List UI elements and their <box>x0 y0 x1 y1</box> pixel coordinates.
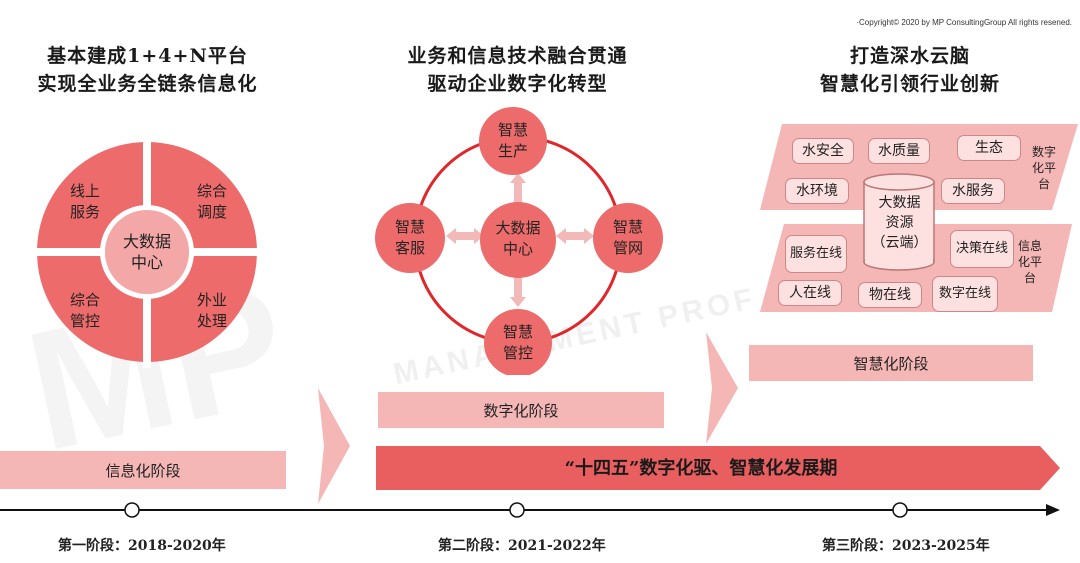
stage2-title-line1: 业务和信息技术融合贯通 <box>407 45 628 67</box>
stage2-bottom-label: 智慧管控 <box>502 323 533 362</box>
timeline-axis <box>0 502 1060 518</box>
big-band-text: “十四五”数字化驱、智慧化发展期 <box>564 458 838 479</box>
phase-band-digitalization: 数字化阶段 <box>378 392 664 428</box>
copyright-notice: ·Copyright© 2020 by MP ConsultingGroup A… <box>856 18 1072 27</box>
info-item-service-online: 服务在线 <box>785 235 847 273</box>
stage1-donut-diagram <box>35 136 260 368</box>
stage1-title-line1: 基本建成1+4+N平台 <box>47 45 248 67</box>
info-platform-label: 信息化平台 <box>1017 239 1042 285</box>
step-arrow-2 <box>706 332 738 444</box>
stage1-quadrant-tl: 线上服务 <box>69 182 100 221</box>
info-item-digital-online: 数字在线 <box>932 276 998 312</box>
digital-item-water-service: 水服务 <box>941 178 1005 204</box>
phase-band-informatization: 信息化阶段 <box>0 451 286 489</box>
stage3-center-label: 大数据资源（云端） <box>871 195 928 251</box>
stage3-title: 打造深水云脑 智慧化引领行业创新 <box>790 42 1030 98</box>
stage2-network-diagram <box>375 107 663 375</box>
stage2-right-label: 智慧管网 <box>612 218 643 257</box>
stage3-title-line1: 打造深水云脑 <box>849 45 970 67</box>
stage3-title-line2: 智慧化引领行业创新 <box>819 73 1000 95</box>
stage2-left-label: 智慧客服 <box>394 218 425 257</box>
step-arrow-1 <box>318 388 350 504</box>
timeline-label-stage2: 第二阶段：2021-2022年 <box>438 538 606 554</box>
stage1-center-label: 大数据中心 <box>122 232 171 272</box>
phase-band-intelligent: 智慧化阶段 <box>749 345 1033 381</box>
big-band-arrow <box>376 446 1060 490</box>
stage2-title: 业务和信息技术融合贯通 驱动企业数字化转型 <box>375 42 660 98</box>
stage1-quadrant-bl: 综合管控 <box>69 291 100 330</box>
stage2-top-label: 智慧生产 <box>497 121 528 160</box>
digital-item-ecology: 生态 <box>957 135 1021 161</box>
info-item-things-online: 物在线 <box>858 282 922 308</box>
stage2-title-line2: 驱动企业数字化转型 <box>427 73 608 95</box>
timeline-label-stage3: 第三阶段：2023-2025年 <box>822 538 990 554</box>
stage1-title-line2: 实现全业务全链条信息化 <box>37 73 258 95</box>
digital-platform-label: 数字化平台 <box>1031 145 1056 191</box>
digital-item-water-environment: 水环境 <box>785 178 849 204</box>
timeline-label-stage1: 第一阶段：2018-2020年 <box>58 538 226 554</box>
stage1-quadrant-tr: 综合调度 <box>196 182 227 221</box>
info-item-decision-online: 决策在线 <box>950 230 1014 268</box>
stage1-quadrant-br: 外业处理 <box>196 291 227 330</box>
stage2-center-label: 大数据中心 <box>495 219 541 258</box>
info-item-people-online: 人在线 <box>778 280 842 306</box>
digital-item-water-safety: 水安全 <box>792 138 854 164</box>
digital-item-water-quality: 水质量 <box>868 138 930 164</box>
stage1-title: 基本建成1+4+N平台 实现全业务全链条信息化 <box>10 42 285 98</box>
